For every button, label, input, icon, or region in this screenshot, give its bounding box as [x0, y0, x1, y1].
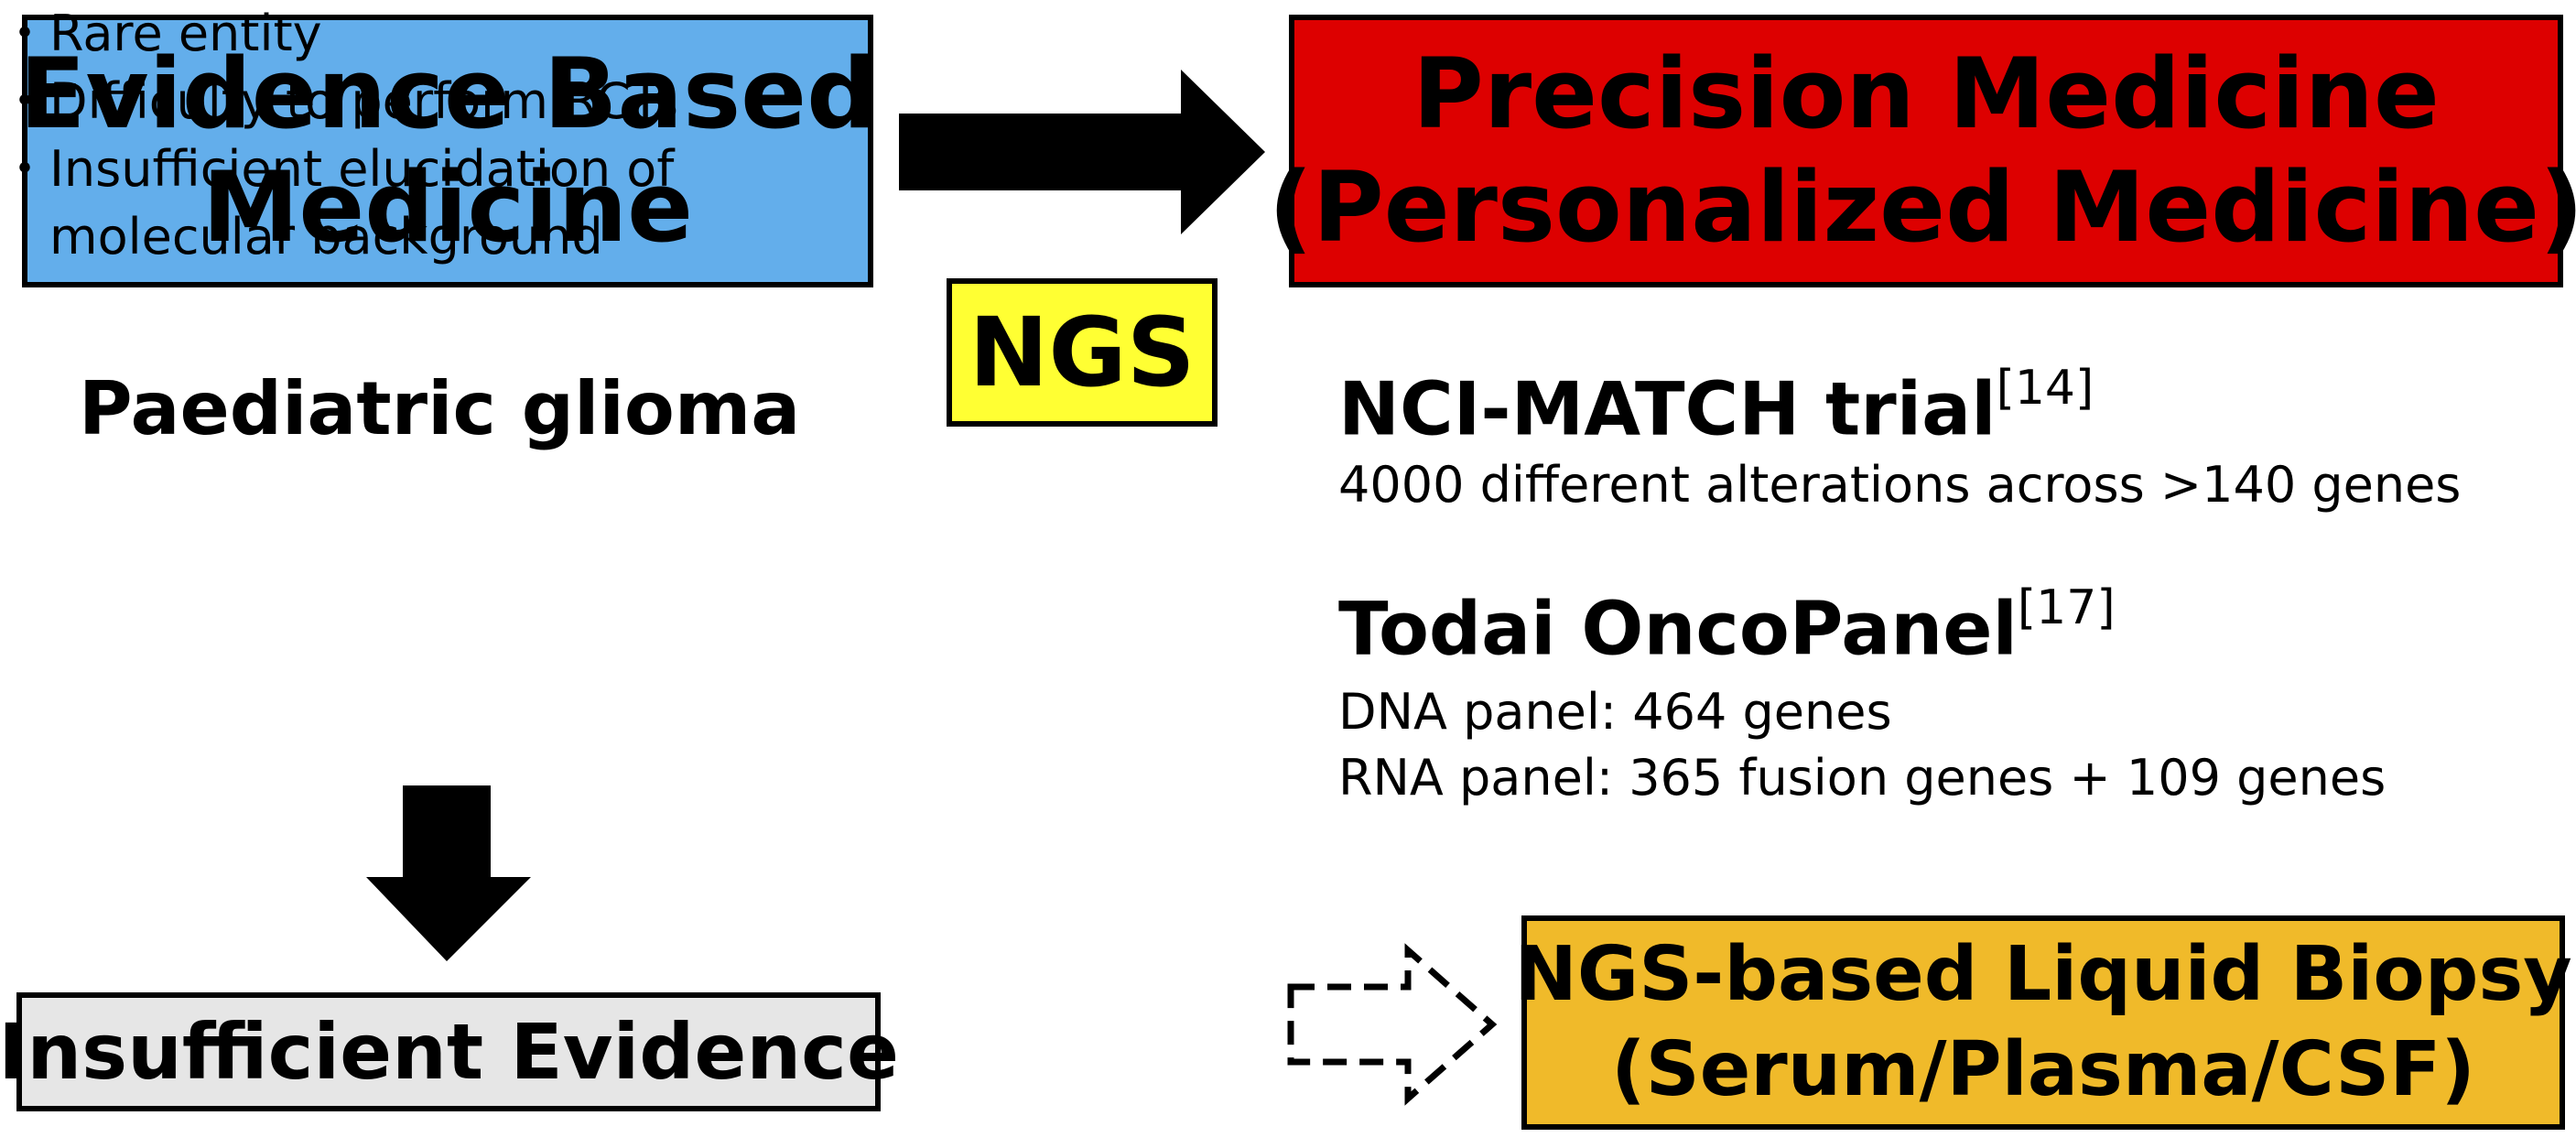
dashed-right-arrow-icon [1287, 943, 1498, 1106]
precision-line-1: Precision Medicine [1412, 38, 2440, 150]
todai-rna-panel: RNA panel: 365 fusion genes + 109 genes [1338, 749, 2387, 807]
down-arrow-icon [366, 785, 531, 961]
precision-medicine-box: Precision Medicine (Personalized Medicin… [1269, 15, 2576, 287]
evidence-based-line-2: Medicine [201, 151, 694, 264]
bullet-text: Difficulty to perform RCTs [49, 72, 678, 130]
liquid-biopsy-line-1: NGS-based Liquid Biopsy [1514, 931, 2572, 1018]
bullet-item: ・Insufficient elucidation of [0, 135, 2576, 203]
bullet-text: Insufficient elucidation of [49, 140, 675, 198]
ngs-label: NGS [969, 297, 1196, 408]
insufficient-evidence-box: Insufficient Evidence [0, 992, 899, 1111]
todai-dna-panel: DNA panel: 464 genes [1338, 683, 1892, 741]
evidence-based-line-1: Evidence Based [19, 38, 876, 150]
bullet-item: ・Rare entity [0, 0, 2576, 68]
liquid-biopsy-line-2: (Serum/Plasma/CSF) [1611, 1026, 2475, 1113]
precision-line-2: (Personalized Medicine) [1268, 151, 2576, 264]
nci-match-description: 4000 different alterations across >140 g… [1338, 456, 2462, 514]
nci-match-title: NCI-MATCH trial[14] [1338, 361, 2094, 452]
bullet-dot: ・ [0, 72, 49, 130]
nci-match-title-text: NCI-MATCH trial [1338, 366, 1997, 452]
nci-match-reference: [14] [1996, 361, 2094, 416]
todai-oncopanel-title: Todai OncoPanel[17] [1338, 580, 2116, 672]
todai-oncopanel-reference: [17] [2017, 580, 2116, 635]
todai-oncopanel-title-text: Todai OncoPanel [1338, 586, 2018, 672]
bullet-text: Rare entity [49, 5, 322, 62]
bullet-item: ・Difficulty to perform RCTs [0, 68, 2576, 135]
bullet-dot: ・ [0, 5, 49, 62]
right-arrow-icon [899, 70, 1265, 234]
insufficient-evidence-label: Insufficient Evidence [0, 1007, 899, 1097]
evidence-based-medicine-box: Evidence Based Medicine [19, 15, 876, 287]
bullet-continuation: molecular background [0, 203, 2576, 271]
paediatric-bullet-list: ・Rare entity ・Difficulty to perform RCTs… [0, 0, 2576, 271]
bullet-text: molecular background [49, 208, 603, 265]
liquid-biopsy-box: NGS-based Liquid Biopsy (Serum/Plasma/CS… [1514, 915, 2572, 1130]
paediatric-glioma-title: Paediatric glioma [79, 366, 801, 451]
bullet-dot: ・ [0, 140, 49, 198]
ngs-box: NGS [947, 278, 1218, 427]
